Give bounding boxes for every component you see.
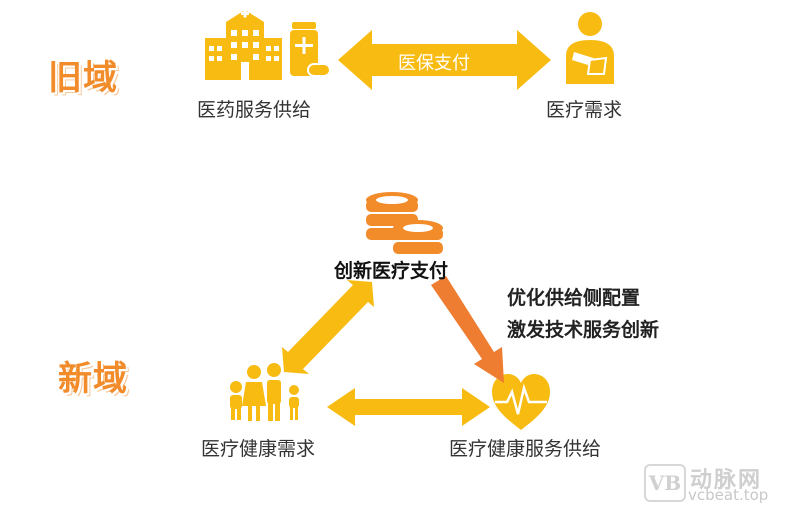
new-demand-label: 医疗健康需求 <box>201 438 316 460</box>
hospital-icon <box>205 9 282 80</box>
note-optimize-supply: 优化供给侧配置 <box>507 287 641 309</box>
heart-pulse-icon <box>492 374 550 430</box>
watermark-name: 动脉网 <box>690 468 763 493</box>
family-icon <box>230 363 299 421</box>
arrow-demand-supply <box>327 388 490 426</box>
note-innovation: 激发技术服务创新 <box>507 319 660 341</box>
region-label-old: 旧域 <box>48 58 118 98</box>
old-demand-label: 医疗需求 <box>546 99 623 121</box>
old-payment-label: 医保支付 <box>398 53 470 74</box>
region-label-new: 新域 <box>58 359 128 399</box>
coins-icon <box>366 192 443 254</box>
arrow-payment-demand <box>282 280 374 374</box>
old-supply-label: 医药服务供给 <box>197 99 312 121</box>
new-payment-label: 创新医疗支付 <box>334 260 449 282</box>
watermark: VB 动脉网 vcbeat.top <box>644 462 784 504</box>
arrow-payment-supply <box>431 276 504 383</box>
old-payment-arrow <box>338 30 551 90</box>
new-supply-label: 医疗健康服务供给 <box>449 438 602 460</box>
patient-icon <box>566 12 614 84</box>
watermark-logo: VB <box>644 464 686 502</box>
medicine-icon <box>290 22 331 77</box>
watermark-url: vcbeat.top <box>688 486 769 504</box>
